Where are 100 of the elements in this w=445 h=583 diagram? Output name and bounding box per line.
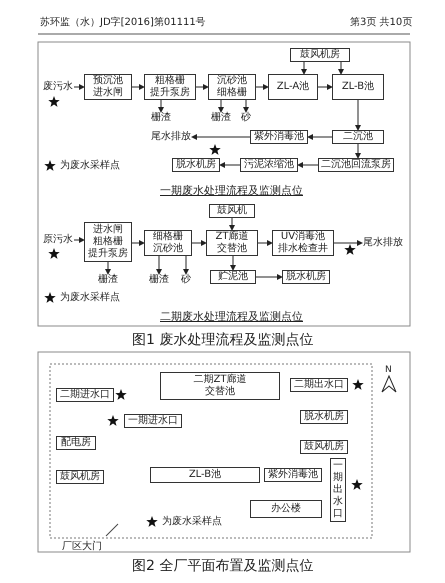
box-label: 紫外消毒池 xyxy=(254,131,304,143)
arrow xyxy=(196,84,209,90)
process-box xyxy=(56,388,114,402)
box-label: 进水闸 xyxy=(93,224,123,236)
process-box xyxy=(264,468,322,482)
gate-label: 厂区大门 xyxy=(62,540,102,553)
arrow xyxy=(355,144,361,159)
box-label: 细格栅 xyxy=(217,87,247,99)
arrow xyxy=(132,84,145,90)
box-label: 二期出水口 xyxy=(294,379,344,391)
process-box xyxy=(268,74,318,100)
flow-caption: 二期废水处理流程及监测点位 xyxy=(160,310,303,324)
process-box xyxy=(240,158,298,172)
arrow xyxy=(301,62,307,75)
process-box xyxy=(160,372,280,400)
box-label: 二期进水口 xyxy=(60,389,110,401)
arrow xyxy=(258,240,273,246)
arrow xyxy=(297,162,318,168)
box-label: 进水闸 xyxy=(93,87,123,99)
page-number: 第3页 共10页 xyxy=(350,16,412,29)
process-box xyxy=(330,458,346,522)
process-box xyxy=(209,204,255,218)
process-box xyxy=(172,158,220,172)
box-label: 沉砂池 xyxy=(153,243,183,255)
box-label: ZL-B池 xyxy=(188,469,222,481)
arrow xyxy=(105,262,111,275)
box-label: 贮泥池 xyxy=(218,271,248,283)
flow-caption: 一期废水处理流程及监测点位 xyxy=(160,184,303,198)
arrow xyxy=(74,84,85,90)
flow-label: 尾水排放 xyxy=(151,131,191,143)
process-box xyxy=(332,130,384,144)
process-box xyxy=(56,436,96,450)
box-label: 紫外消毒池 xyxy=(268,469,318,481)
legend-label: 为废水采样点 xyxy=(60,160,120,172)
box-label: 粗格栅 xyxy=(93,236,123,248)
box-label: 提升泵房 xyxy=(150,87,190,99)
box-label: 粗格栅 xyxy=(155,75,185,86)
box-label: 排水检查井 xyxy=(278,243,328,255)
flow-label: 废污水 xyxy=(43,81,73,93)
process-box xyxy=(250,500,322,518)
box-label: ZL-A池 xyxy=(276,81,310,93)
process-box xyxy=(208,74,256,100)
box-label: 鼓风机房 xyxy=(300,49,340,61)
box-label: 二期ZT廊道交替池 xyxy=(192,374,248,398)
process-box xyxy=(300,440,348,454)
process-box xyxy=(56,470,104,484)
box-label: 沉砂池 xyxy=(217,75,247,86)
process-box xyxy=(250,130,308,144)
arrow xyxy=(219,162,240,168)
flow-label: 栅渣 xyxy=(151,112,171,124)
box-label: 鼓风机房 xyxy=(304,441,344,453)
box-label: 提升泵房 xyxy=(88,248,128,260)
process-box xyxy=(290,48,350,62)
arrow xyxy=(338,62,344,75)
arrow xyxy=(230,256,236,271)
box-label: 办公楼 xyxy=(271,503,301,515)
process-box xyxy=(144,74,196,100)
arrow xyxy=(256,84,269,90)
header-text: 苏环监（水）JD字[2016]第01111号 xyxy=(40,16,206,29)
box-label: 鼓风机 xyxy=(217,205,247,217)
arrow xyxy=(318,84,333,90)
process-box xyxy=(300,410,348,424)
arrow xyxy=(156,256,162,275)
flow-label: 尾水排放 xyxy=(363,237,403,249)
box-label: 一期进水口 xyxy=(128,415,178,427)
process-box xyxy=(272,230,334,256)
process-box xyxy=(144,230,192,256)
arrow xyxy=(355,100,361,131)
legend-label: 为废水采样点 xyxy=(162,516,222,528)
box-label: 鼓风机房 xyxy=(60,471,100,483)
process-box xyxy=(318,158,394,172)
box-label: 配电房 xyxy=(61,437,91,449)
process-box xyxy=(84,222,132,262)
box-label: 脱水机房 xyxy=(286,271,326,283)
arrow xyxy=(243,100,249,113)
flow-label: 原污水 xyxy=(43,234,73,246)
arrow xyxy=(74,237,85,243)
flow-label: 栅渣 xyxy=(149,274,169,286)
north-label: N xyxy=(385,364,392,376)
box-label: ZL-B池 xyxy=(342,81,374,93)
flow-label: 砂 xyxy=(181,274,191,286)
box-label: 二沉池回流泵房 xyxy=(321,159,391,171)
process-box xyxy=(290,378,348,392)
process-box xyxy=(282,270,330,284)
arrow xyxy=(132,240,145,246)
arrow xyxy=(218,100,224,113)
process-box xyxy=(124,414,182,428)
figure-caption: 图2 全厂平面布置及监测点位 xyxy=(132,558,314,575)
arrow xyxy=(334,240,363,246)
arrow xyxy=(256,274,283,280)
arrow xyxy=(229,218,235,231)
legend-label: 为废水采样点 xyxy=(60,292,120,304)
box-label: 预沉池 xyxy=(93,75,123,86)
box-label: 细格栅 xyxy=(153,231,183,242)
box-label: 二沉池 xyxy=(343,131,373,143)
arrow xyxy=(191,134,250,140)
figure-caption: 图1 废水处理流程及监测点位 xyxy=(132,332,314,349)
process-box xyxy=(332,74,384,100)
arrow xyxy=(183,256,189,275)
arrow xyxy=(192,240,207,246)
